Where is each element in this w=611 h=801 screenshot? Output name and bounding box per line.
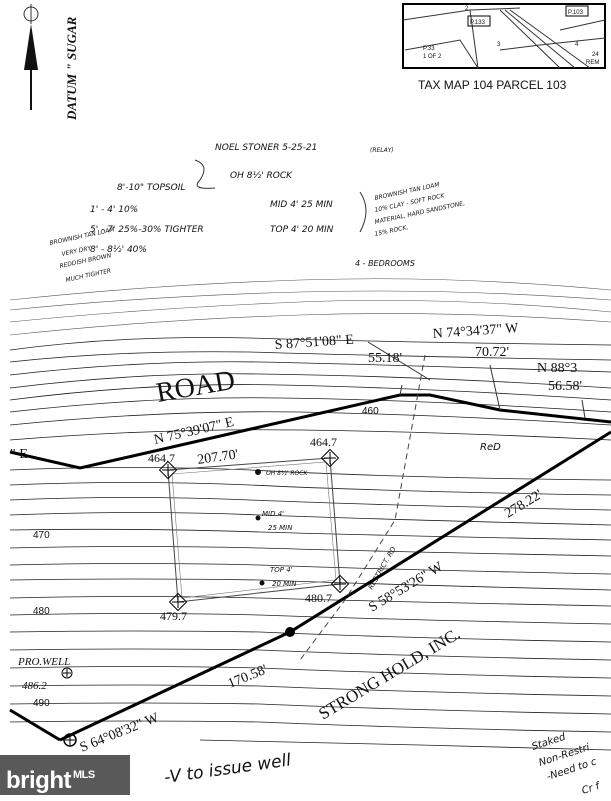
test-point-mid-label-a: MID 4' (262, 510, 284, 518)
well-elevation: 486.2 (22, 680, 47, 692)
bedrooms-note: 4 - BEDROOMS (355, 259, 415, 268)
inset-label-3: 3 (497, 42, 501, 48)
signature: NOEL STONER 5-25-21 (215, 143, 317, 153)
soil-line-4: 8' - 8½' 40% (90, 245, 147, 255)
corner-marker-nw-icon (158, 460, 178, 480)
contour-label-470: 470 (33, 530, 50, 541)
bearing-3: N 88°3 (537, 361, 577, 376)
drainfield (158, 448, 350, 612)
signature-note: (RELAY) (370, 147, 394, 154)
bearing-5-dist: 278.22' (502, 487, 545, 521)
contour-label-490: 490 (33, 698, 50, 709)
test-point-mid-label-b: 25 MIN (268, 524, 293, 532)
test-point-mid-icon (255, 515, 261, 521)
inset-label-p103: P.103 (568, 10, 584, 16)
watermark-brand: bright (6, 767, 71, 794)
boundary-marker-icon (285, 627, 295, 637)
bearing-2-dist: 70.72' (475, 345, 509, 360)
elevation-se: 480.7 (305, 591, 332, 605)
inset-label-p133: P.133 (470, 20, 486, 26)
inset-label-24: 24 (592, 52, 599, 58)
right-desc-4: 15% ROCK, (374, 224, 409, 238)
property-boundary (9, 341, 611, 742)
soil-line-2: 1' - 4' 10% (90, 205, 138, 215)
watermark-mark: MLS (72, 769, 95, 781)
soil-line-3: 5' - 7' 25%-30% TIGHTER (90, 225, 204, 235)
soil-side-label-4: MUCH TIGHTER (65, 267, 112, 283)
staked-note: Staked Non-Restri -Need to c Cr f (531, 731, 603, 795)
well-label: PRO.WELL (17, 656, 70, 668)
test-point-top-label-a: TOP 4' (270, 566, 293, 574)
staked-line-4: Cr f (581, 780, 603, 795)
inset-label-4: 4 (575, 42, 579, 48)
corner-pin-icon (63, 733, 77, 747)
mid-test: MID 4' 25 MIN (270, 200, 333, 210)
contour-label-480: 480 (33, 606, 50, 617)
corner-marker-ne-icon (320, 448, 340, 468)
issue-well-note: -V to issue well (163, 750, 293, 788)
soil-line-1: 8'-10" TOPSOIL (117, 183, 185, 193)
test-point-oh-label: OH 8½' ROCK (266, 470, 308, 477)
restrict-road-line (299, 354, 426, 661)
elevation-ne: 464.7 (310, 435, 337, 449)
bearing-1-dist: 55.18' (368, 351, 402, 366)
inset-label-1of2: 1 OF 2 (423, 54, 442, 60)
test-point-top-label-b: 20 MIN (272, 580, 297, 588)
tax-map-inset: P.133 P.103 P.33 1 OF 2 2 3 4 24 REM (402, 3, 606, 69)
bearing-2: N 74°34'37" W (432, 321, 520, 342)
inset-label-p33: P.33 (423, 46, 435, 52)
soil-profile: 8'-10" TOPSOIL 1' - 4' 10% 5' - 7' 25%-3… (49, 159, 216, 284)
road-label: ROAD (154, 365, 238, 409)
inset-label-2: 2 (465, 6, 469, 12)
well-icon (61, 667, 73, 679)
bearing-3-dist: 56.58' (548, 379, 582, 394)
contour-label-460: 460 (362, 406, 379, 417)
elevation-nw: 464.7 (148, 451, 175, 465)
test-point-top-icon (259, 580, 265, 586)
corner-marker-se-icon (330, 574, 350, 594)
top-test: TOP 4' 20 MIN (270, 225, 334, 235)
bearing-6-dist: 170.58' (226, 662, 270, 691)
tax-map-label: TAX MAP 104 PARCEL 103 (418, 78, 567, 92)
bearing-4-dist: 207.70' (196, 447, 239, 468)
oh-note: OH 8½' ROCK (230, 171, 293, 181)
test-point-oh-icon (255, 469, 261, 475)
elevation-sw: 479.7 (160, 609, 187, 623)
corner-marker-sw-icon (168, 592, 188, 612)
inset-label-rem: REM (586, 60, 599, 66)
bearing-left-fragment: " E (10, 447, 28, 462)
soil-red-label: ReD (480, 442, 501, 453)
bearing-6: S 64°08'32" W (78, 710, 162, 756)
datum-arrow (23, 4, 39, 110)
north-arrow-icon (24, 24, 38, 70)
datum-label: DATUM " SUGAR (64, 16, 79, 121)
bearing-1: S 87°51'08" E (274, 333, 354, 353)
right-description: BROWNISH TAN LOAM 10% CLAY - SOFT ROCK M… (374, 181, 466, 238)
soil-side-label-1: BROWNISH TAN LOAM (49, 226, 116, 247)
contour-lines (9, 278, 611, 751)
